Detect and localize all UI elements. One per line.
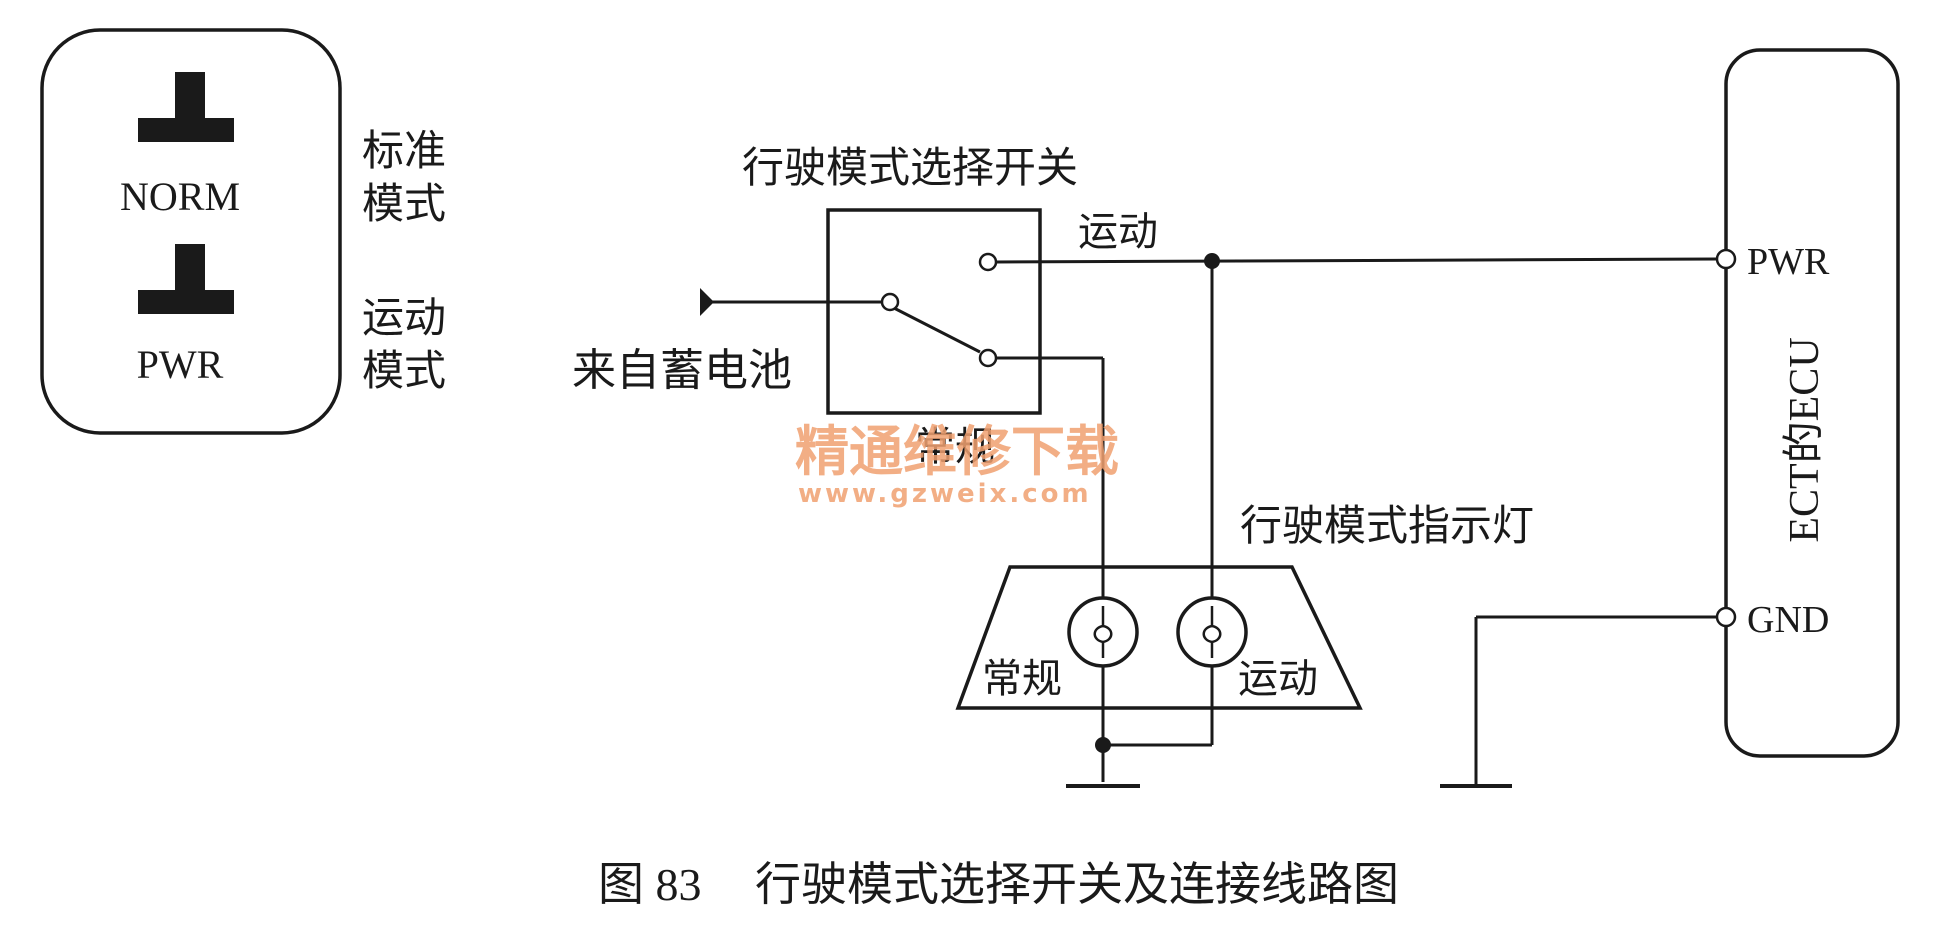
normal-lamp-icon bbox=[1067, 596, 1139, 668]
switch-normal-label: 常规 bbox=[915, 424, 995, 469]
sport-lamp-icon bbox=[1176, 596, 1248, 668]
ecu-gnd-label: GND bbox=[1747, 599, 1829, 641]
indicator-title: 行驶模式指示灯 bbox=[1240, 504, 1534, 550]
ect-ecu-block bbox=[1724, 48, 1900, 758]
ecu-gnd-terminal bbox=[1715, 606, 1737, 628]
ecu-pwr-terminal bbox=[1715, 248, 1737, 270]
switch-sport-label: 运动 bbox=[1078, 209, 1158, 254]
switch-lever bbox=[889, 304, 981, 354]
norm-mode-line2: 模式 bbox=[362, 182, 446, 228]
norm-label: NORM bbox=[120, 174, 240, 219]
pwr-mode-line1: 运动 bbox=[362, 296, 446, 342]
pwr-signal-wire bbox=[995, 257, 1719, 264]
indicator-sport-label: 运动 bbox=[1238, 656, 1318, 701]
battery-arrow-icon bbox=[700, 288, 714, 316]
pwr-label: PWR bbox=[137, 342, 224, 387]
battery-label: 来自蓄电池 bbox=[572, 346, 792, 395]
mode-legend-panel: NORM PWR bbox=[40, 28, 342, 435]
switch-title: 行驶模式选择开关 bbox=[742, 146, 1078, 192]
mode-indicator-panel bbox=[955, 565, 1363, 710]
figure-caption: 行驶模式选择开关及连接线路图 bbox=[755, 859, 1399, 910]
pwr-mode-line2: 模式 bbox=[362, 349, 446, 395]
ground-junction bbox=[1095, 737, 1111, 753]
mode-select-switch bbox=[826, 208, 1042, 415]
watermark-url: www.gzweix.com bbox=[798, 479, 1092, 509]
legend-frame bbox=[40, 28, 342, 435]
switch-common-terminal bbox=[880, 292, 900, 312]
watermark-text: 精通维修下载 bbox=[795, 420, 1119, 483]
switch-normal-terminal bbox=[978, 348, 998, 368]
ecu-label: ECT的ECU bbox=[1782, 337, 1828, 542]
norm-mode-line1: 标准 bbox=[362, 129, 446, 175]
switch-sport-terminal bbox=[978, 252, 998, 272]
norm-button-icon bbox=[138, 72, 234, 142]
figure-number: 图 83 bbox=[598, 859, 702, 910]
pwr-button-icon bbox=[138, 244, 234, 314]
indicator-normal-label: 常规 bbox=[982, 656, 1062, 701]
ecu-pwr-label: PWR bbox=[1747, 241, 1830, 283]
